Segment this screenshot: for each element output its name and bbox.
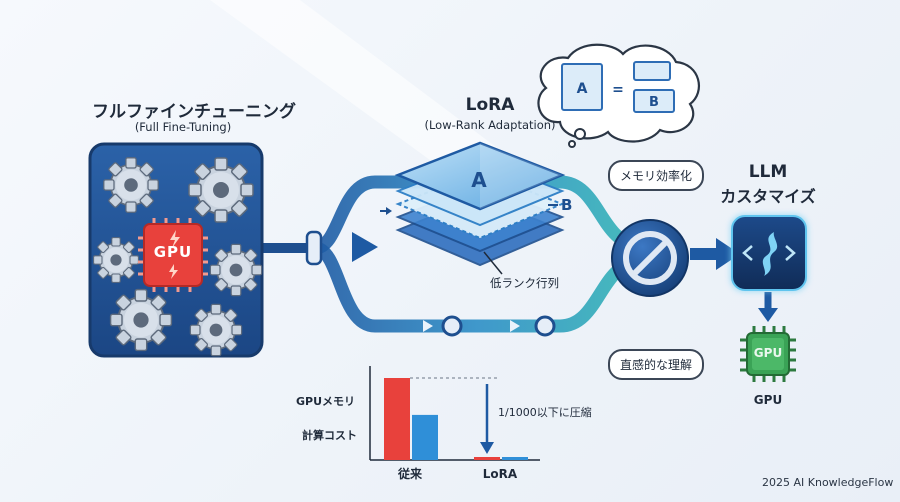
gpu-output-label: GPU [753,393,783,407]
thought-eq: = [612,82,624,98]
lora-title: LoRA [465,95,515,115]
valve-icon [441,315,463,337]
compression-arrow-head [480,442,494,454]
thought-a: A [577,81,588,97]
chart-annotation: 1/1000以下に圧縮 [498,406,592,419]
memory-callout: メモリ効率化 [608,160,705,191]
arrow-to-llm [716,238,740,270]
chart-category-label: 従来 [397,466,423,481]
bar-gpu-memory-0 [384,378,410,460]
full-ft-subtitle: (Full Fine-Tuning) [134,120,232,134]
thought-cloud: A = B [537,43,700,148]
full-ft-title: フルファインチューニング [92,102,296,122]
lora-matrix-stack [380,141,566,267]
memory-cost-chart: 従来 LoRA [369,366,540,481]
valve-icon [534,315,556,337]
footer-credit: 2025 AI KnowledgeFlow [762,476,894,489]
bar-gpu-memory-1 [474,457,500,460]
lowrank-label: 低ランク行列 [490,276,559,290]
matrix-a-label: A [471,168,487,192]
gpu-chip-red [138,218,208,292]
legend-gpu-memory: GPUメモリ [296,395,356,408]
intuitive-callout: 直感的な理解 [608,349,705,380]
llm-app-icon [730,214,808,292]
lora-subtitle: (Low-Rank Adaptation) [424,118,556,132]
gpu-green-chip-label: GPU [753,346,783,360]
lowrank-pointer [483,251,503,275]
llm-subtitle: カスタマイズ [720,187,816,206]
arrow-to-gpu [758,308,778,322]
gpu-chip-green [740,326,796,382]
arrow-into-lora [352,232,378,262]
gpu-chip-label: GPU [153,243,193,261]
thought-b: B [649,95,659,110]
matrix-b-label: B [561,196,573,214]
no-entry-icon [611,219,689,297]
legend-compute-cost: 計算コスト [302,429,357,442]
full-ft-gear-box [88,142,264,358]
bar-compute-cost-1 [502,457,528,460]
llm-title: LLM [748,162,788,182]
chart-category-label: LoRA [483,467,518,481]
bar-compute-cost-0 [412,414,438,460]
